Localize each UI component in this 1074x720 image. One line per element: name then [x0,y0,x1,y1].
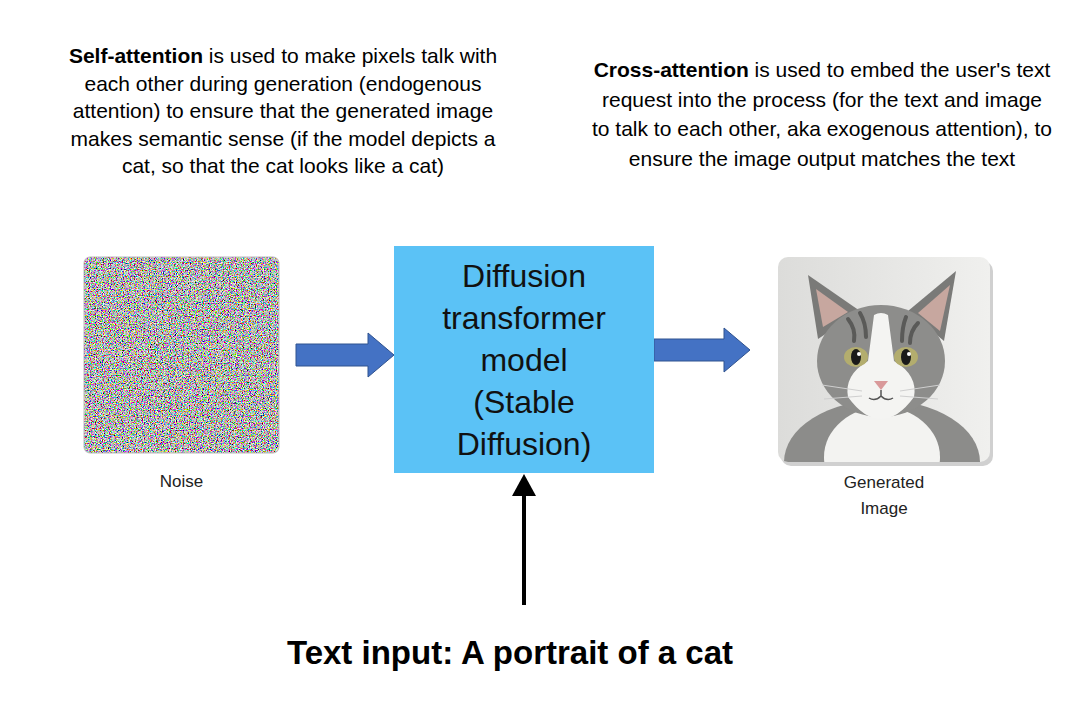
noise-texture [84,257,279,453]
input-arrow [512,474,536,605]
cat-eye [894,347,918,367]
process-box: Diffusion transformer model (Stable Diff… [394,246,654,473]
eye-glint [857,352,861,356]
generated-image: Generated Image [778,257,990,462]
bold-term: Self-attention [69,44,203,67]
cat-mouth [869,390,893,400]
flow-arrow [654,328,750,372]
noise-image: Noise [84,257,279,453]
cat-pupil [901,349,911,365]
noise-picture [84,257,279,453]
arrow-shaft [522,492,526,605]
eye-glint [907,352,911,356]
cat-whiskers [822,385,940,399]
cat-nose [874,381,888,390]
box-label: Diffusion transformer model (Stable Diff… [429,255,619,465]
arrow-head [512,474,536,496]
cat-eye [844,347,868,367]
text-input-label: Text input: A portrait of a cat [110,633,910,673]
cat-picture [778,257,993,524]
cross-attention-note: Cross-attentionis used to embed the user… [592,55,1052,173]
flow-arrow [296,333,394,377]
image-caption: Noise [84,469,279,495]
bold-term: Cross-attention [594,58,749,81]
cat-photo [778,257,990,462]
noise-border [84,257,279,453]
cat-stripes [848,313,918,343]
self-attention-note: Self-attentionis used to make pixels tal… [63,42,503,180]
image-caption: Generated Image [834,470,934,522]
bold-term: Text input: A portrait of a cat [287,634,733,671]
cat-pupil [851,349,861,365]
